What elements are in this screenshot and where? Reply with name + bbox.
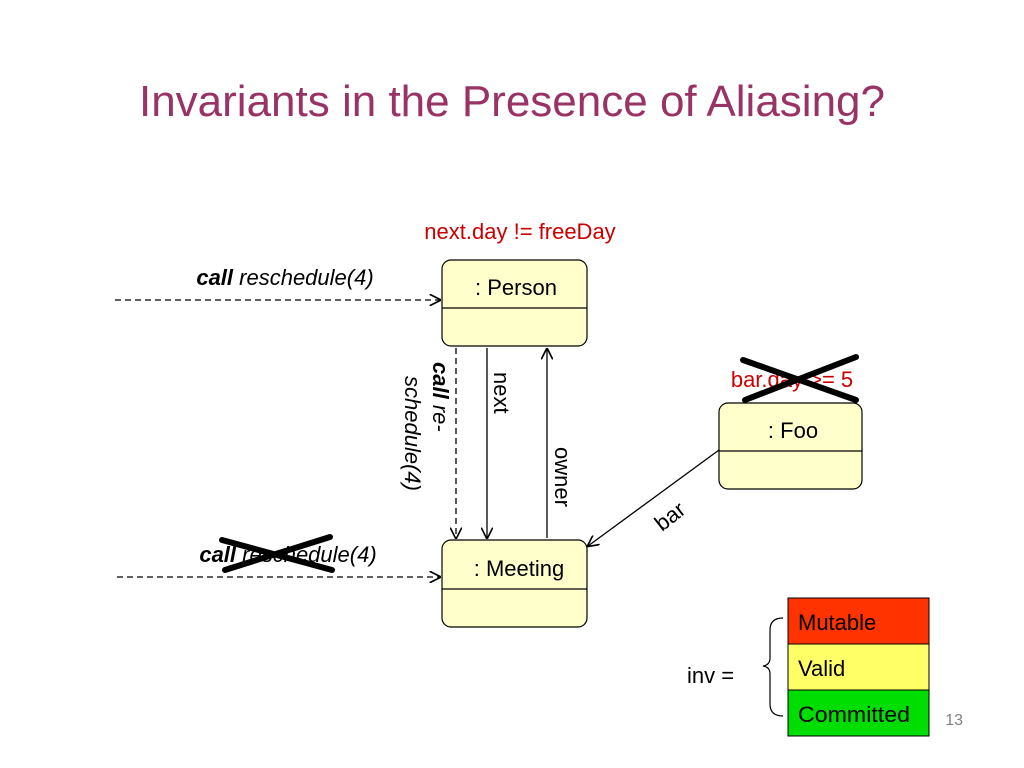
owner-edge-label: owner: [550, 447, 575, 507]
bar-edge: [588, 449, 720, 546]
legend-brace: [762, 617, 784, 717]
page-number: 13: [945, 712, 963, 729]
foo-object-label: : Foo: [768, 418, 818, 443]
call-bottom-label: call reschedule(4): [199, 542, 376, 567]
meeting-object-label: : Meeting: [474, 556, 565, 581]
slide-title: Invariants in the Presence of Aliasing?: [139, 77, 885, 126]
legend-state-label: Valid: [798, 656, 845, 681]
bar-edge-label: bar: [650, 497, 690, 536]
person-invariant: next.day != freeDay: [424, 219, 615, 244]
foo-object: : Foo: [718, 402, 863, 490]
person-object-label: : Person: [475, 275, 557, 300]
call-bottom-cross: [219, 534, 335, 573]
legend-state-committed: Committed: [787, 689, 930, 737]
legend-state-label: Committed: [798, 702, 910, 727]
svg-text:call re-: call re-: [428, 362, 453, 432]
legend-state-mutable: Mutable: [787, 597, 930, 645]
legend-label: inv =: [687, 663, 734, 688]
foo-invariant-cross: [740, 354, 859, 403]
call-vertical-label: call re- schedule(4): [400, 362, 453, 491]
meeting-object: : Meeting: [441, 539, 588, 628]
call-top-label: call reschedule(4): [196, 265, 373, 290]
legend-state-valid: Valid: [787, 643, 930, 691]
legend-state-label: Mutable: [798, 610, 876, 635]
next-edge-label: next: [489, 372, 514, 414]
svg-text:schedule(4): schedule(4): [400, 376, 425, 491]
person-object: : Person: [441, 259, 588, 347]
